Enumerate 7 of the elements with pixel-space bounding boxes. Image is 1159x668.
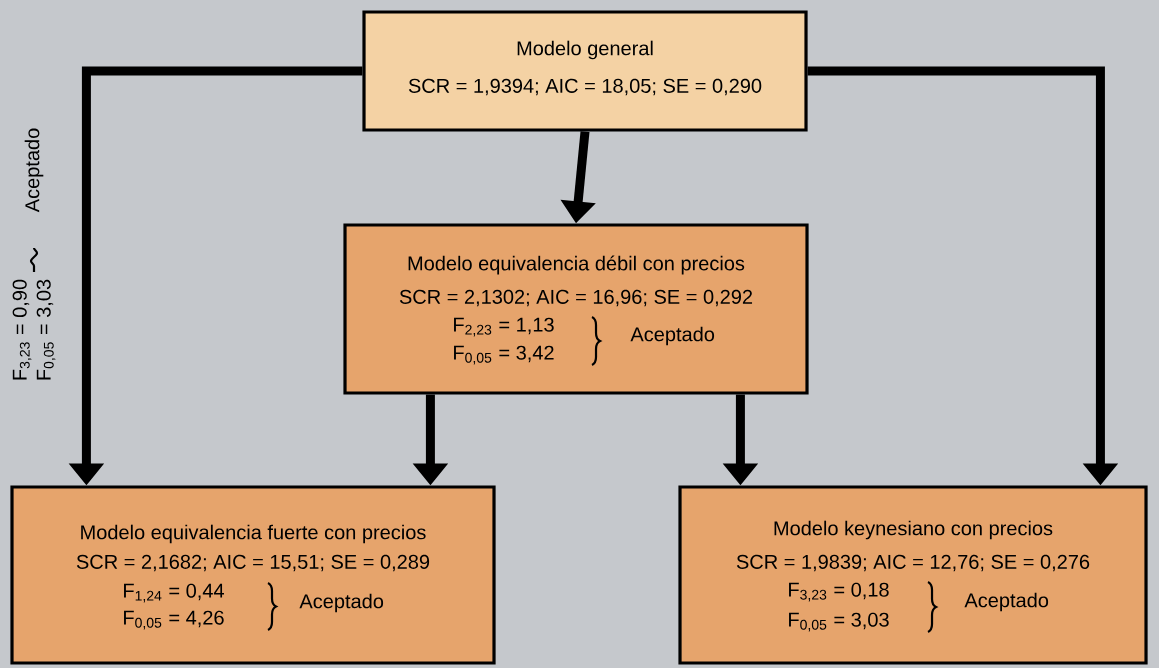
statistic-label: F$_{0,05}$ = 3,03	[36, 279, 56, 380]
model-box: Modelo general SCR = 1,9394; AIC = 18,05; SE = 0,290	[362, 10, 808, 132]
edge-label: Aceptado	[24, 128, 44, 213]
model-box: Modelo keynesiano con precios SCR = 1,9839; AIC = 12,76; SE = 0,276 F$_{3,23}$ = 0,18 F$_{0,05}$ = 3,03 Aceptado	[678, 485, 1148, 665]
model-box: Modelo equivalencia fuerte con precios SCR = 2,1682; AIC = 15,51; SE = 0,289 F$_{1,24}$ = 0,44 F$_{0,05}$ = 4,26 Aceptado	[10, 485, 496, 665]
model-box: Modelo equivalencia débil con precios SCR = 2,1302; AIC = 16,96; SE = 0,292 F$_{2,23}$ = 1,13 F$_{0,05}$ = 3,42 Aceptado	[343, 223, 809, 395]
statistic-label: F$_{3,23}$ = 0,90	[12, 279, 32, 380]
